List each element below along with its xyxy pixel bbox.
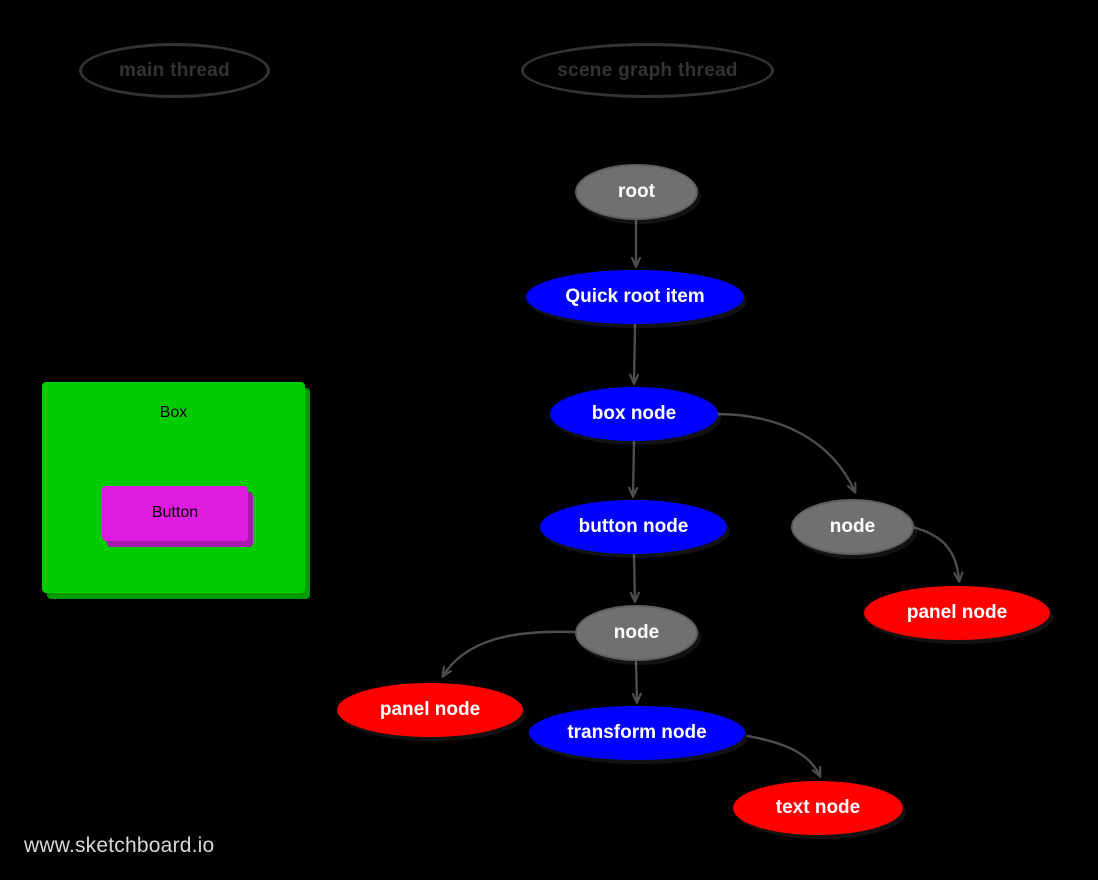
button-label: Button	[151, 504, 199, 522]
node-node-center-label: node	[613, 622, 660, 644]
box-container[interactable]: Box	[42, 382, 305, 593]
swimlane-main-thread-label: main thread	[119, 59, 230, 81]
node-quick-root-item-label: Quick root item	[565, 286, 705, 308]
edge-transform-node-to-text-node	[746, 734, 820, 776]
watermark: www.sketchboard.io	[24, 834, 215, 857]
node-root[interactable]: root	[575, 164, 698, 220]
node-box-node-label: box node	[591, 403, 677, 425]
edge-node-right-to-panel-node	[910, 525, 959, 581]
edge-node-center-to-transform-node	[636, 660, 637, 702]
node-root-label: root	[618, 181, 655, 203]
node-text-node[interactable]: text node	[733, 781, 903, 835]
swimlane-scene-graph-thread-label: scene graph thread	[557, 59, 738, 81]
node-transform-node[interactable]: transform node	[529, 706, 745, 760]
node-panel-node-right[interactable]: panel node	[864, 586, 1050, 640]
node-node-right-label: node	[829, 516, 876, 538]
node-panel-node-left[interactable]: panel node	[337, 683, 523, 737]
node-transform-node-label: transform node	[567, 722, 707, 744]
box-label: Box	[159, 404, 188, 421]
node-panel-node-left-label: panel node	[379, 699, 481, 721]
edge-box-node-to-node-right	[714, 412, 855, 492]
node-text-node-label: text node	[775, 797, 861, 819]
node-quick-root-item[interactable]: Quick root item	[526, 270, 744, 324]
node-box-node[interactable]: box node	[550, 387, 718, 441]
node-button-node-label: button node	[578, 516, 689, 538]
node-node-right[interactable]: node	[791, 499, 914, 555]
node-panel-node-right-label: panel node	[906, 602, 1008, 624]
edge-button-node-to-node-center	[634, 553, 635, 601]
edge-node-center-to-panel-node	[443, 630, 576, 676]
swimlane-main-thread: main thread	[79, 43, 270, 98]
edge-quick-root-item-to-box-node	[634, 323, 635, 383]
edge-box-node-to-button-node	[633, 440, 634, 496]
node-button-node[interactable]: button node	[540, 500, 727, 554]
swimlane-scene-graph-thread: scene graph thread	[521, 43, 774, 98]
node-node-center[interactable]: node	[575, 605, 698, 661]
button-control[interactable]: Button	[102, 486, 248, 541]
